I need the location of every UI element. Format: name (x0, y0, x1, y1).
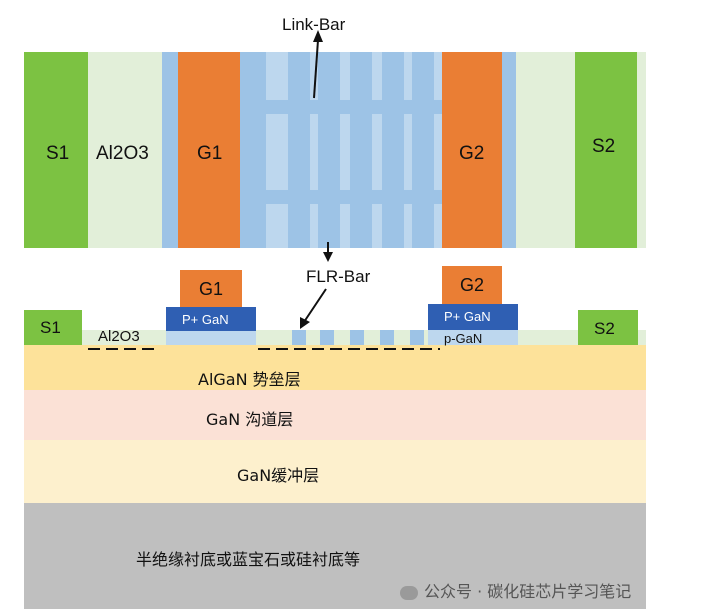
flr-bar-section (380, 330, 394, 345)
cross-section-flr-bars (292, 330, 424, 345)
link-bar-arrowhead (313, 30, 323, 42)
top-view-gate-g2 (442, 52, 502, 248)
p-gan-left-base (166, 330, 256, 345)
link-bar-label: Link-Bar (282, 15, 346, 34)
flr-bar-section (320, 330, 334, 345)
flr-bar (350, 52, 372, 248)
channel-layer-label: GaN 沟道层 (206, 410, 294, 429)
section-g2-label: G2 (460, 275, 485, 295)
top-g1-label: G1 (197, 143, 223, 164)
section-p-gan-right (428, 304, 518, 330)
section-source-s2 (578, 310, 638, 345)
layer-substrate (24, 503, 646, 609)
section-p-gan-left (166, 307, 256, 331)
section-gate-g2 (442, 266, 502, 304)
section-s2-label: S2 (594, 319, 615, 338)
link-bar-arrow (313, 39, 319, 99)
flr-bar-section (350, 330, 364, 345)
flr-bar (318, 52, 340, 248)
top-view-link-bars (240, 100, 442, 204)
top-g2-label: G2 (459, 143, 485, 164)
layer-buffer (24, 440, 646, 503)
top-view-gate-edge-right (502, 52, 516, 248)
top-view-source-s1 (24, 52, 88, 248)
p-gan-right-base (428, 330, 518, 345)
section-p-gan-left-label: P+ GaN (182, 312, 229, 327)
flr-bar (288, 52, 310, 248)
flr-bar-label: FLR-Bar (306, 267, 371, 286)
layer-barrier (24, 345, 646, 390)
flr-bar (240, 52, 266, 248)
section-source-s1 (24, 310, 82, 345)
watermark-text: 公众号 · 碳化硅芯片学习笔记 (424, 582, 632, 601)
section-p-gan-layer-label: p-GaN (444, 331, 483, 346)
flr-bar-up-arrowhead (323, 252, 333, 262)
section-oxide-label: Al2O3 (98, 328, 140, 345)
section-s1-label: S1 (40, 318, 61, 337)
flr-bar (382, 52, 404, 248)
buffer-layer-label: GaN缓冲层 (237, 466, 320, 485)
layer-channel (24, 390, 646, 440)
flr-bar-down-arrow (303, 288, 327, 323)
wechat-icon (400, 585, 418, 600)
section-p-gan-right-label: P+ GaN (444, 309, 491, 324)
watermark: 公众号 · 碳化硅芯片学习笔记 (400, 578, 631, 602)
top-s1-label: S1 (46, 143, 70, 164)
top-s2-label: S2 (592, 136, 616, 157)
section-g1-label: G1 (199, 279, 224, 299)
flr-bar-section (410, 330, 424, 345)
top-view-gate-g1 (178, 52, 240, 248)
top-view-source-s2 (575, 52, 637, 248)
flr-bar-down-arrowhead (300, 317, 310, 329)
top-view-gate-edge-left (162, 52, 178, 248)
flr-bar (412, 52, 434, 248)
top-oxide-label: Al2O3 (96, 143, 149, 164)
link-bar (240, 100, 442, 114)
section-gate-g1 (180, 270, 242, 307)
flr-bar-section (292, 330, 306, 345)
link-bar (240, 190, 442, 204)
barrier-layer-label: AlGaN 势垒层 (198, 370, 301, 389)
substrate-layer-label: 半绝缘衬底或蓝宝石或硅衬底等 (136, 550, 361, 569)
